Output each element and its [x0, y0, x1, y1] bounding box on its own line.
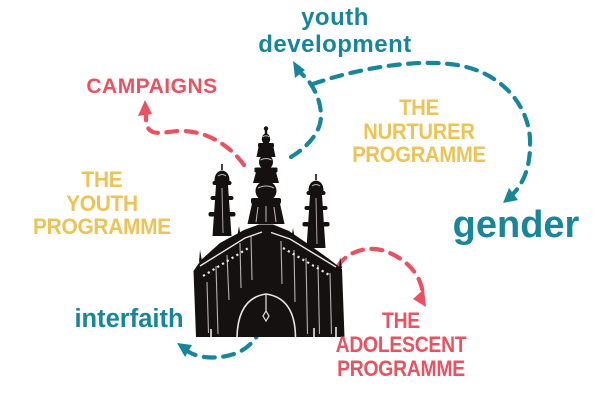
- arrowhead-icon: [177, 343, 192, 357]
- node-adolescent-programme: THE ADOLESCENT PROGRAMME: [332, 309, 470, 381]
- node-line: ADOLESCENT: [335, 332, 467, 357]
- node-line: NURTURER: [363, 118, 475, 144]
- node-line: interfaith: [74, 305, 184, 333]
- arrow-monument-to-interfaith: [177, 306, 269, 360]
- dashed-curve: [310, 60, 533, 198]
- node-nurturer-programme: THE NURTURER PROGRAMME: [350, 96, 488, 167]
- arrow-monument-to-gender: [310, 60, 533, 203]
- node-youth-development: youth development: [215, 4, 455, 58]
- dashed-curve: [143, 108, 247, 168]
- dashed-curve: [288, 67, 324, 160]
- node-line: PROGRAMME: [352, 142, 486, 167]
- node-line: gender: [452, 204, 580, 246]
- node-line: PROGRAMME: [337, 356, 465, 381]
- node-gender: gender: [446, 204, 586, 247]
- node-line: PROGRAMME: [33, 214, 171, 239]
- arrow-monument-to-adolescent: [335, 246, 427, 307]
- node-youth-programme: THE YOUTH PROGRAMME: [31, 168, 174, 239]
- arrowhead-icon: [293, 61, 305, 78]
- node-line: youth: [301, 4, 369, 31]
- dashed-curve: [335, 246, 427, 300]
- node-campaigns: CAMPAIGNS: [86, 75, 218, 99]
- node-line: THE: [81, 167, 123, 192]
- node-line: THE: [382, 308, 420, 333]
- node-line: development: [258, 31, 412, 58]
- node-line: THE: [399, 95, 439, 120]
- node-line: YOUTH: [66, 190, 138, 216]
- monument-texture-lines: [199, 135, 337, 338]
- monument-illustration: [193, 126, 345, 338]
- node-line: CAMPAIGNS: [86, 75, 218, 98]
- node-interfaith: interfaith: [70, 305, 188, 334]
- arrowhead-icon: [138, 100, 152, 116]
- arrowhead-icon: [413, 289, 426, 307]
- arrow-monument-to-campaigns: [138, 100, 247, 168]
- arrow-monument-to-youth-development: [288, 61, 324, 160]
- dashed-curve: [186, 306, 269, 360]
- arrowhead-icon: [503, 188, 518, 203]
